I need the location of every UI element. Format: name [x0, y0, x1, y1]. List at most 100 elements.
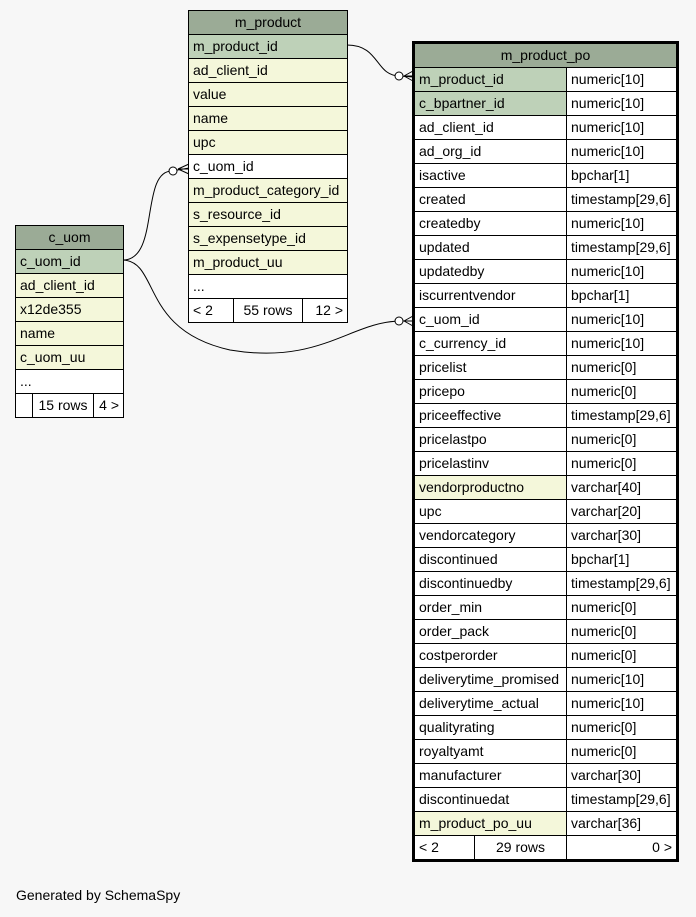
footer-children[interactable]: 0 >	[567, 836, 676, 859]
column-name[interactable]: pricelastinv	[415, 452, 566, 475]
column-name[interactable]: m_product_category_id	[189, 179, 347, 202]
table-row[interactable]: ad_client_id	[189, 59, 347, 82]
table-row[interactable]: m_product_category_id	[189, 179, 347, 202]
column-name[interactable]: m_product_uu	[189, 251, 347, 274]
column-name[interactable]: upc	[415, 500, 566, 523]
column-name[interactable]: pricelist	[415, 356, 566, 379]
table-row[interactable]: upc	[189, 131, 347, 154]
footer-children[interactable]: 12 >	[303, 299, 347, 322]
table-row[interactable]: s_expensetype_id	[189, 227, 347, 250]
column-name[interactable]: m_product_id	[415, 68, 566, 91]
column-name[interactable]: discontinuedby	[415, 572, 566, 595]
column-name[interactable]: m_product_id	[189, 35, 347, 58]
table-row[interactable]: c_uom_id	[189, 155, 347, 178]
column-name[interactable]: ad_client_id	[16, 274, 123, 297]
footer-parents[interactable]: < 2	[189, 299, 233, 322]
column-name[interactable]: iscurrentvendor	[415, 284, 566, 307]
column-name[interactable]: c_uom_uu	[16, 346, 123, 369]
column-name[interactable]: c_uom_id	[16, 250, 123, 273]
column-name[interactable]: qualityrating	[415, 716, 566, 739]
table-row[interactable]: ad_client_id	[16, 274, 123, 297]
table-row[interactable]: x12de355	[16, 298, 123, 321]
column-name[interactable]: order_pack	[415, 620, 566, 643]
column-name[interactable]: priceeffective	[415, 404, 566, 427]
table-row[interactable]: m_product_id	[189, 35, 347, 58]
column-name[interactable]: ad_org_id	[415, 140, 566, 163]
column-name[interactable]: upc	[189, 131, 347, 154]
column-name[interactable]: created	[415, 188, 566, 211]
column-name[interactable]: ...	[16, 370, 123, 393]
column-name[interactable]: deliverytime_promised	[415, 668, 566, 691]
column-name[interactable]: ad_client_id	[415, 116, 566, 139]
footer-parents[interactable]: < 2	[415, 836, 474, 859]
table-row[interactable]: m_product_uu	[189, 251, 347, 274]
column-name[interactable]: discontinuedat	[415, 788, 566, 811]
column-name[interactable]: discontinued	[415, 548, 566, 571]
column-name[interactable]: value	[189, 83, 347, 106]
column-name[interactable]: updatedby	[415, 260, 566, 283]
table-row[interactable]: s_resource_id	[189, 203, 347, 226]
column-name[interactable]: pricepo	[415, 380, 566, 403]
column-name[interactable]: c_currency_id	[415, 332, 566, 355]
column-name[interactable]: order_min	[415, 596, 566, 619]
column-name[interactable]: manufacturer	[415, 764, 566, 787]
column-name[interactable]: isactive	[415, 164, 566, 187]
column-name[interactable]: c_bpartner_id	[415, 92, 566, 115]
column-name[interactable]: x12de355	[16, 298, 123, 321]
column-name[interactable]: name	[16, 322, 123, 345]
footer-parents[interactable]	[16, 394, 32, 417]
table-row[interactable]: value	[189, 83, 347, 106]
table-row[interactable]: c_uom_id	[16, 250, 123, 273]
column-name[interactable]: costperorder	[415, 644, 566, 667]
column-name[interactable]: s_expensetype_id	[189, 227, 347, 250]
column-name[interactable]: ...	[189, 275, 347, 298]
column-name[interactable]: name	[189, 107, 347, 130]
column-name[interactable]: royaltyamt	[415, 740, 566, 763]
footer-children[interactable]: 4 >	[94, 394, 123, 417]
column-name[interactable]: pricelastpo	[415, 428, 566, 451]
column-name[interactable]: vendorproductno	[415, 476, 566, 499]
table-row[interactable]: c_uom_uu	[16, 346, 123, 369]
column-name[interactable]: c_uom_id	[189, 155, 347, 178]
column-name[interactable]: updated	[415, 236, 566, 259]
column-name[interactable]: vendorcategory	[415, 524, 566, 547]
column-name[interactable]: createdby	[415, 212, 566, 235]
table-row[interactable]: name	[16, 322, 123, 345]
table-row[interactable]: name	[189, 107, 347, 130]
column-name[interactable]: ad_client_id	[189, 59, 347, 82]
column-name[interactable]: m_product_po_uu	[415, 812, 566, 835]
column-name[interactable]: s_resource_id	[189, 203, 347, 226]
column-name[interactable]: deliverytime_actual	[415, 692, 566, 715]
